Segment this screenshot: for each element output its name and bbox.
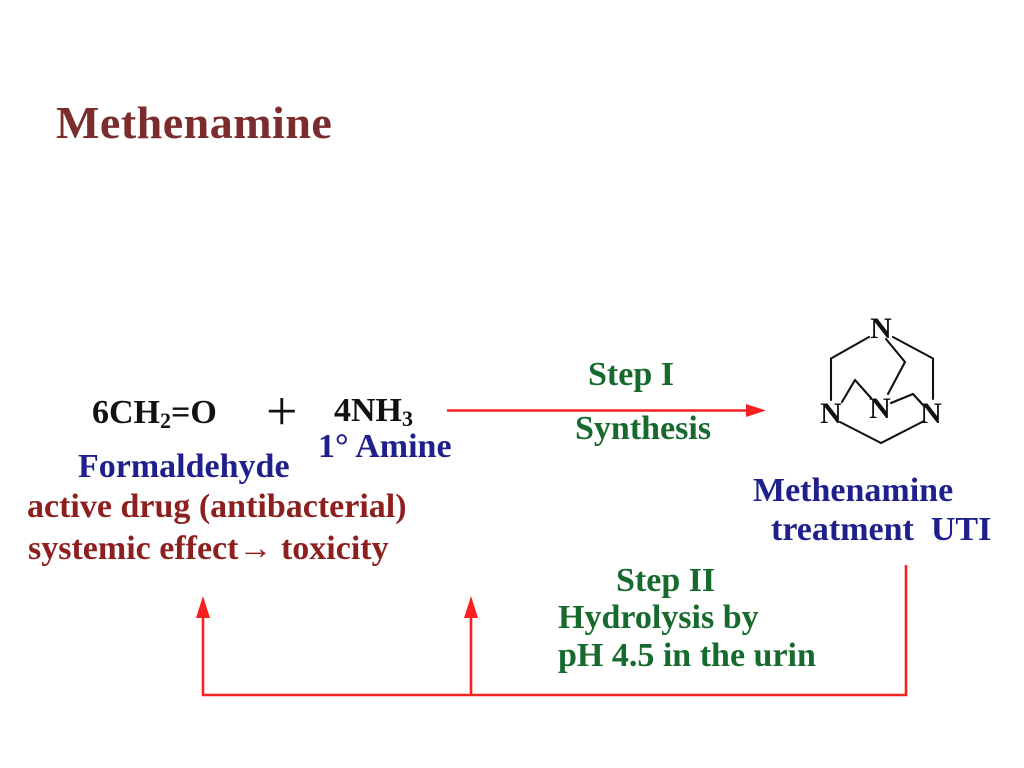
plus-sign: + [266,381,298,443]
formula-formaldehyde: 6CH2=O [92,394,217,433]
label-primary-amine: 1° Amine [318,428,452,465]
step2-label: Step II [616,562,716,599]
label-formaldehyde: Formaldehyde [78,448,290,485]
methenamine-structure: N N N N [820,312,942,445]
product-name: Methenamine [753,472,954,509]
step2-line2: Hydrolysis by [558,599,759,636]
atom-n-center-icon: N [869,392,891,425]
feedback-loop-arrow [196,565,908,697]
step1-label: Step I [588,356,674,393]
atom-n-right-icon: N [920,397,942,430]
formula-formaldehyde-main: 6CH [92,394,160,431]
product-indication: treatment UTI [771,511,992,548]
atom-n-top-icon: N [870,312,892,345]
formula-ammonia-subscript: 3 [402,405,414,431]
formula-ammonia-main: 4NH [334,392,402,429]
formula-formaldehyde-subscript: 2 [160,407,172,433]
formula-formaldehyde-rest: =O [171,394,217,431]
step2-line3: pH 4.5 in the urin [558,637,816,674]
step1-sublabel: Synthesis [575,410,712,447]
note-systemic-effect: systemic effect→ toxicity [28,530,389,567]
note-active-drug: active drug (antibacterial) [27,488,407,525]
formula-ammonia: 4NH3 [334,392,414,431]
atom-n-left-icon: N [820,397,842,430]
slide-title: Methenamine [56,97,333,148]
